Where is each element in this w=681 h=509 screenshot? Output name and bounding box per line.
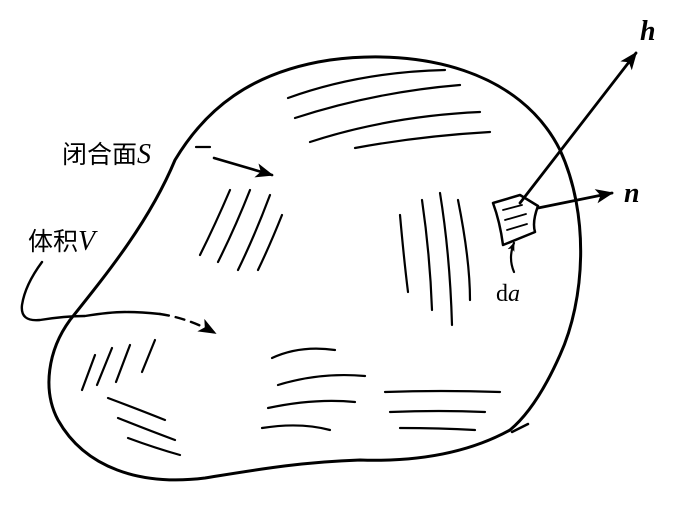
closed-surface-label: 闭合面S (62, 141, 151, 169)
volume-pointer (20, 260, 162, 322)
volume-pointer-dashed (158, 312, 217, 335)
area-element-label: da (496, 282, 520, 306)
closed-surface-label-text: 闭合面 (62, 140, 138, 169)
surface-symbol: S (137, 139, 152, 170)
vector-n-label: n (624, 178, 640, 209)
area-element-d: d (496, 281, 508, 307)
vector-n-arrow (536, 189, 614, 210)
surface-pointer (212, 156, 274, 178)
da-pointer (507, 241, 516, 274)
volume-label: 体积V (28, 228, 95, 256)
volume-symbol: V (78, 226, 96, 257)
closed-surface-outline (47, 55, 583, 482)
area-element-a: a (508, 281, 520, 307)
surface-element-da (491, 193, 540, 247)
surface-hatching (80, 68, 502, 457)
vector-h-label: h (640, 16, 656, 47)
volume-label-text: 体积 (28, 227, 79, 256)
outline-nick (510, 422, 530, 434)
vector-h-arrow (518, 51, 638, 205)
